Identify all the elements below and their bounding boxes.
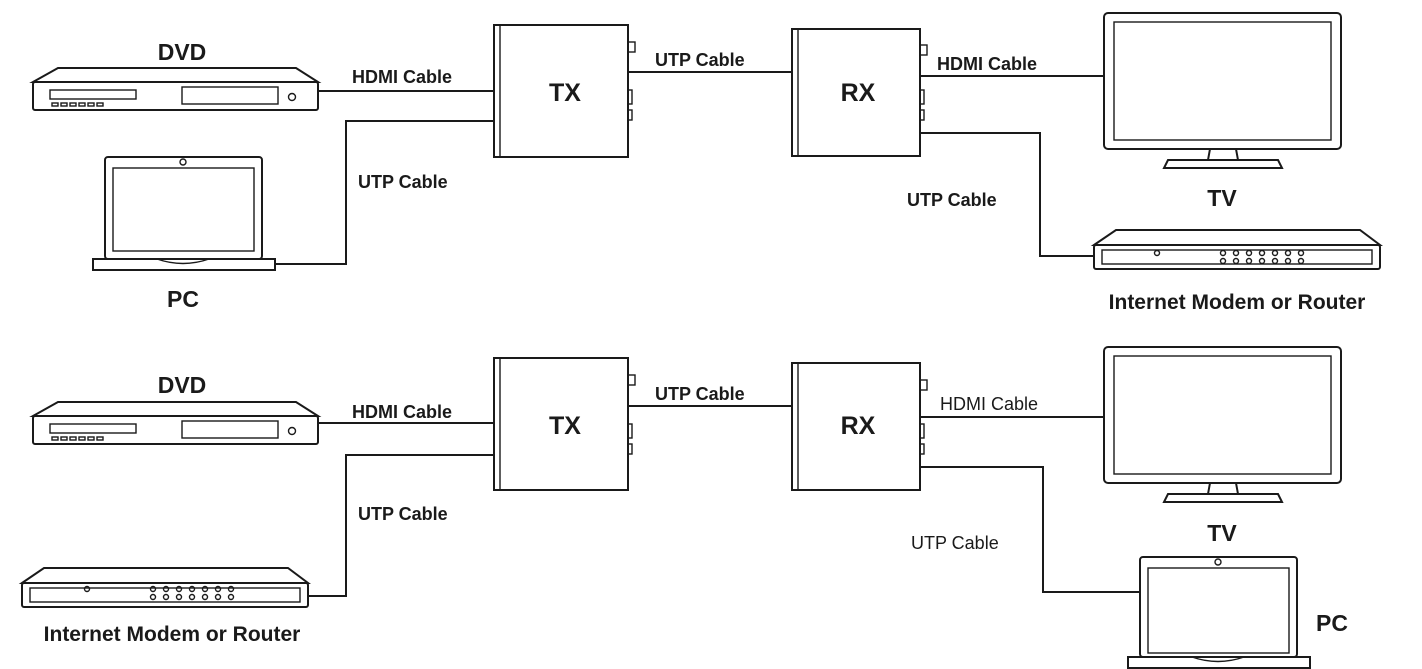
setup-1-pc-utp-cable — [276, 120, 497, 265]
setup-1-tv-cable-label: HDMI Cable — [937, 54, 1037, 74]
setup-2-tv-label: TV — [1207, 520, 1237, 546]
setup-2-dvd-player — [29, 401, 322, 445]
setup-2-dvd-buttons — [51, 436, 104, 441]
setup-2-router-ports — [149, 585, 235, 601]
setup-1: DVD PC HDMI Cable UTP Cable TX UTP Cable… — [29, 12, 1383, 314]
setup-2-pc-cable-label: UTP Cable — [911, 533, 999, 553]
setup-2-tv-cable-label: HDMI Cable — [940, 394, 1038, 414]
setup-2-tx-box — [493, 357, 636, 491]
setup-2-dvd-cable-label: HDMI Cable — [352, 402, 452, 422]
setup-1-router-ports — [1219, 249, 1305, 265]
setup-2-tx-rx-cable-label: UTP Cable — [655, 384, 745, 404]
setup-2-pc-label: PC — [1316, 610, 1348, 636]
setup-2-rx-label: RX — [841, 412, 876, 440]
setup-1-rx-box — [791, 28, 928, 157]
setup-1-tv-label: TV — [1207, 185, 1237, 211]
setup-2-router-label: Internet Modem or Router — [44, 623, 301, 646]
setup-2-dvd-label: DVD — [158, 372, 207, 398]
setup-2-rx-box — [791, 362, 928, 491]
setup-1-dvd-cable-label: HDMI Cable — [352, 67, 452, 87]
setup-2-tv — [1103, 346, 1342, 503]
setup-1-pc-label: PC — [167, 286, 199, 312]
setup-2-router — [18, 567, 311, 608]
setup-1-tx-rx-cable-label: UTP Cable — [655, 50, 745, 70]
setup-2-router-utp-cable — [308, 454, 497, 597]
setup-1-rx-router-utp-cable — [920, 132, 1096, 257]
setup-1-pc-laptop — [92, 156, 276, 271]
setup-1-router-cable-label: UTP Cable — [907, 190, 997, 210]
setup-1-pc-cable-label: UTP Cable — [358, 172, 448, 192]
setup-1-cables — [276, 71, 1110, 265]
setup-1-dvd-buttons — [51, 102, 104, 107]
setup-2-router-cable-label: UTP Cable — [358, 504, 448, 524]
setup-1-rx-label: RX — [841, 79, 876, 107]
setup-1-router — [1090, 229, 1383, 270]
setup-2-tx-label: TX — [549, 412, 581, 440]
setup-1-tx-label: TX — [549, 79, 581, 107]
setup-1-dvd-player — [29, 67, 322, 111]
setup-1-tx-box — [493, 24, 636, 158]
setup-2-pc-laptop — [1127, 556, 1311, 669]
setup-2-cables — [308, 405, 1141, 597]
setup-1-tv — [1103, 12, 1342, 169]
setup-1-router-label: Internet Modem or Router — [1109, 291, 1366, 314]
setup-2-rx-pc-utp-cable — [920, 466, 1141, 593]
setup-1-dvd-label: DVD — [158, 39, 207, 65]
setup-2: DVD Internet Modem or Router HDMI Cable … — [18, 346, 1348, 669]
